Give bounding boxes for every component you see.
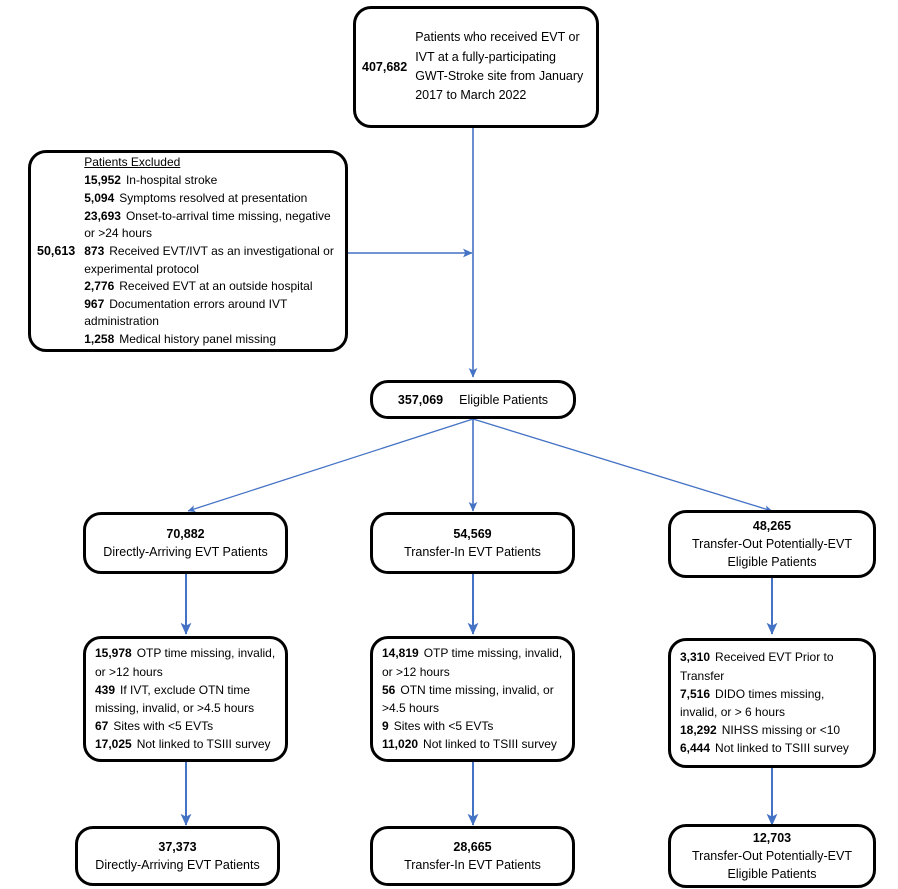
branch-transfer-out-count: 48,265 [752, 518, 792, 533]
reason-text: DIDO times missing, invalid, or > 6 hour… [680, 686, 825, 719]
reason-count: 7,516 [680, 686, 711, 701]
final-direct-count: 37,373 [158, 839, 197, 854]
reason-count: 5,094 [84, 191, 115, 205]
reason-item: 2,776 Received EVT at an outside hospital [84, 278, 337, 296]
node-branch-transfer-out: 48,265 Transfer-Out Potentially-EVT Elig… [668, 510, 876, 578]
node-patients-excluded: 50,613 Patients Excluded 15,952 In-hospit… [28, 150, 348, 352]
excluded-reason-list: 15,952 In-hospital stroke 5,094 Symptoms re… [84, 172, 337, 348]
reason-count: 873 [84, 243, 105, 258]
reason-item: 1,258 Medical history panel missing [84, 331, 337, 349]
node-final-directly-arriving: 37,373 Directly-Arriving EVT Patients [75, 826, 280, 886]
node-branch-transfer-in: 54,569 Transfer-In EVT Patients [370, 512, 575, 574]
reason-text: Onset-to-arrival time missing, negative … [84, 208, 331, 241]
reason-item: 6,444 Not linked to TSIII survey [680, 739, 864, 757]
reason-count: 3,310 [680, 650, 711, 665]
reason-item: 17,025 Not linked to TSIII survey [95, 735, 276, 753]
reason-text: NIHSS missing or <10 [721, 723, 841, 738]
reason-count: 15,978 [95, 646, 132, 661]
reason-item: 9 Sites with <5 EVTs [382, 717, 563, 735]
final-transfer-out-count: 12,703 [752, 830, 792, 845]
final-direct-label: Directly-Arriving EVT Patients [95, 858, 260, 872]
reason-count: 67 [95, 719, 109, 734]
branch-transfer-out-label-line1: Transfer-Out Potentially-EVT [691, 536, 852, 551]
branch-direct-count: 70,882 [166, 526, 205, 541]
reason-item: 11,020 Not linked to TSIII survey [382, 735, 563, 753]
final-transfer-in-count: 28,665 [453, 839, 492, 854]
reason-count: 14,819 [382, 646, 419, 661]
reason-text: OTP time missing, invalid, or >12 hours [382, 646, 563, 679]
reason-count: 2,776 [84, 279, 115, 294]
branch-direct-label: Directly-Arriving EVT Patients [103, 545, 268, 559]
reason-text: Received EVT/IVT as an investigational o… [84, 243, 334, 276]
node-eligible-patients: 357,069 Eligible Patients [370, 380, 576, 419]
reason-text: Not linked to TSIII survey [715, 741, 849, 756]
reason-count: 18,292 [680, 723, 717, 738]
reason-count: 967 [84, 296, 105, 311]
eligible-label: Eligible Patients [459, 392, 549, 407]
reason-text: Received EVT at an outside hospital [119, 279, 313, 294]
excluded-heading: Patients Excluded [84, 155, 181, 170]
reason-count: 439 [95, 682, 116, 697]
reason-count: 11,020 [382, 737, 419, 752]
reason-text: Sites with <5 EVTs [393, 719, 494, 734]
final-transfer-out-label-line2: Eligible Patients [727, 867, 817, 882]
reason-text: Received EVT Prior to Transfer [680, 650, 834, 683]
reason-item: 5,094 Symptoms resolved at presentation [84, 190, 337, 208]
arrow-eligible-to-direct [187, 418, 474, 513]
branch-transfer-in-count: 54,569 [453, 526, 492, 541]
reason-count: 23,693 [84, 208, 121, 223]
source-description: Patients who received EVT or IVT at a fu… [415, 30, 584, 103]
reason-text: Not linked to TSIII survey [136, 737, 271, 752]
reason-item: 67 Sites with <5 EVTs [95, 717, 276, 735]
final-transfer-in-label: Transfer-In EVT Patients [404, 858, 541, 872]
reason-text: In-hospital stroke [125, 173, 218, 188]
eligible-count: 357,069 [397, 392, 444, 407]
reason-text: Sites with <5 EVTs [113, 719, 214, 734]
reason-count: 56 [382, 682, 396, 697]
reason-count: 17,025 [95, 737, 132, 752]
node-source-cohort: 407,682 Patients who received EVT or IVT… [353, 6, 599, 128]
reason-text: OTP time missing, invalid, or >12 hours [95, 646, 276, 679]
reason-count: 15,952 [84, 173, 121, 188]
final-transfer-out-label-line1: Transfer-Out Potentially-EVT [691, 848, 852, 863]
branch-transfer-in-label: Transfer-In EVT Patients [404, 545, 541, 559]
excluded-total-count: 50,613 [37, 244, 76, 258]
reason-text: Not linked to TSIII survey [423, 737, 557, 752]
node-final-transfer-in: 28,665 Transfer-In EVT Patients [370, 826, 575, 886]
reason-text: Symptoms resolved at presentation [119, 191, 308, 205]
reason-count: 9 [382, 719, 389, 734]
node-final-transfer-out: 12,703 Transfer-Out Potentially-EVT Elig… [668, 824, 876, 888]
reason-text: Medical history panel missing [119, 332, 276, 346]
reason-text: OTN time missing, invalid, or >4.5 hours [382, 682, 554, 715]
reason-item: 15,952 In-hospital stroke [84, 172, 337, 190]
reason-text: Documentation errors around IVT administ… [84, 296, 288, 329]
reason-count: 1,258 [84, 332, 115, 346]
reason-item: 18,292 NIHSS missing or <10 [680, 721, 864, 739]
source-count: 407,682 [362, 60, 408, 74]
reason-count: 6,444 [680, 741, 711, 756]
branch-transfer-out-label-line2: Eligible Patients [727, 555, 817, 570]
node-branch-directly-arriving: 70,882 Directly-Arriving EVT Patients [83, 512, 288, 574]
reason-text: If IVT, exclude OTN time missing, invali… [95, 682, 255, 715]
arrow-eligible-to-transfer-out [472, 418, 773, 513]
